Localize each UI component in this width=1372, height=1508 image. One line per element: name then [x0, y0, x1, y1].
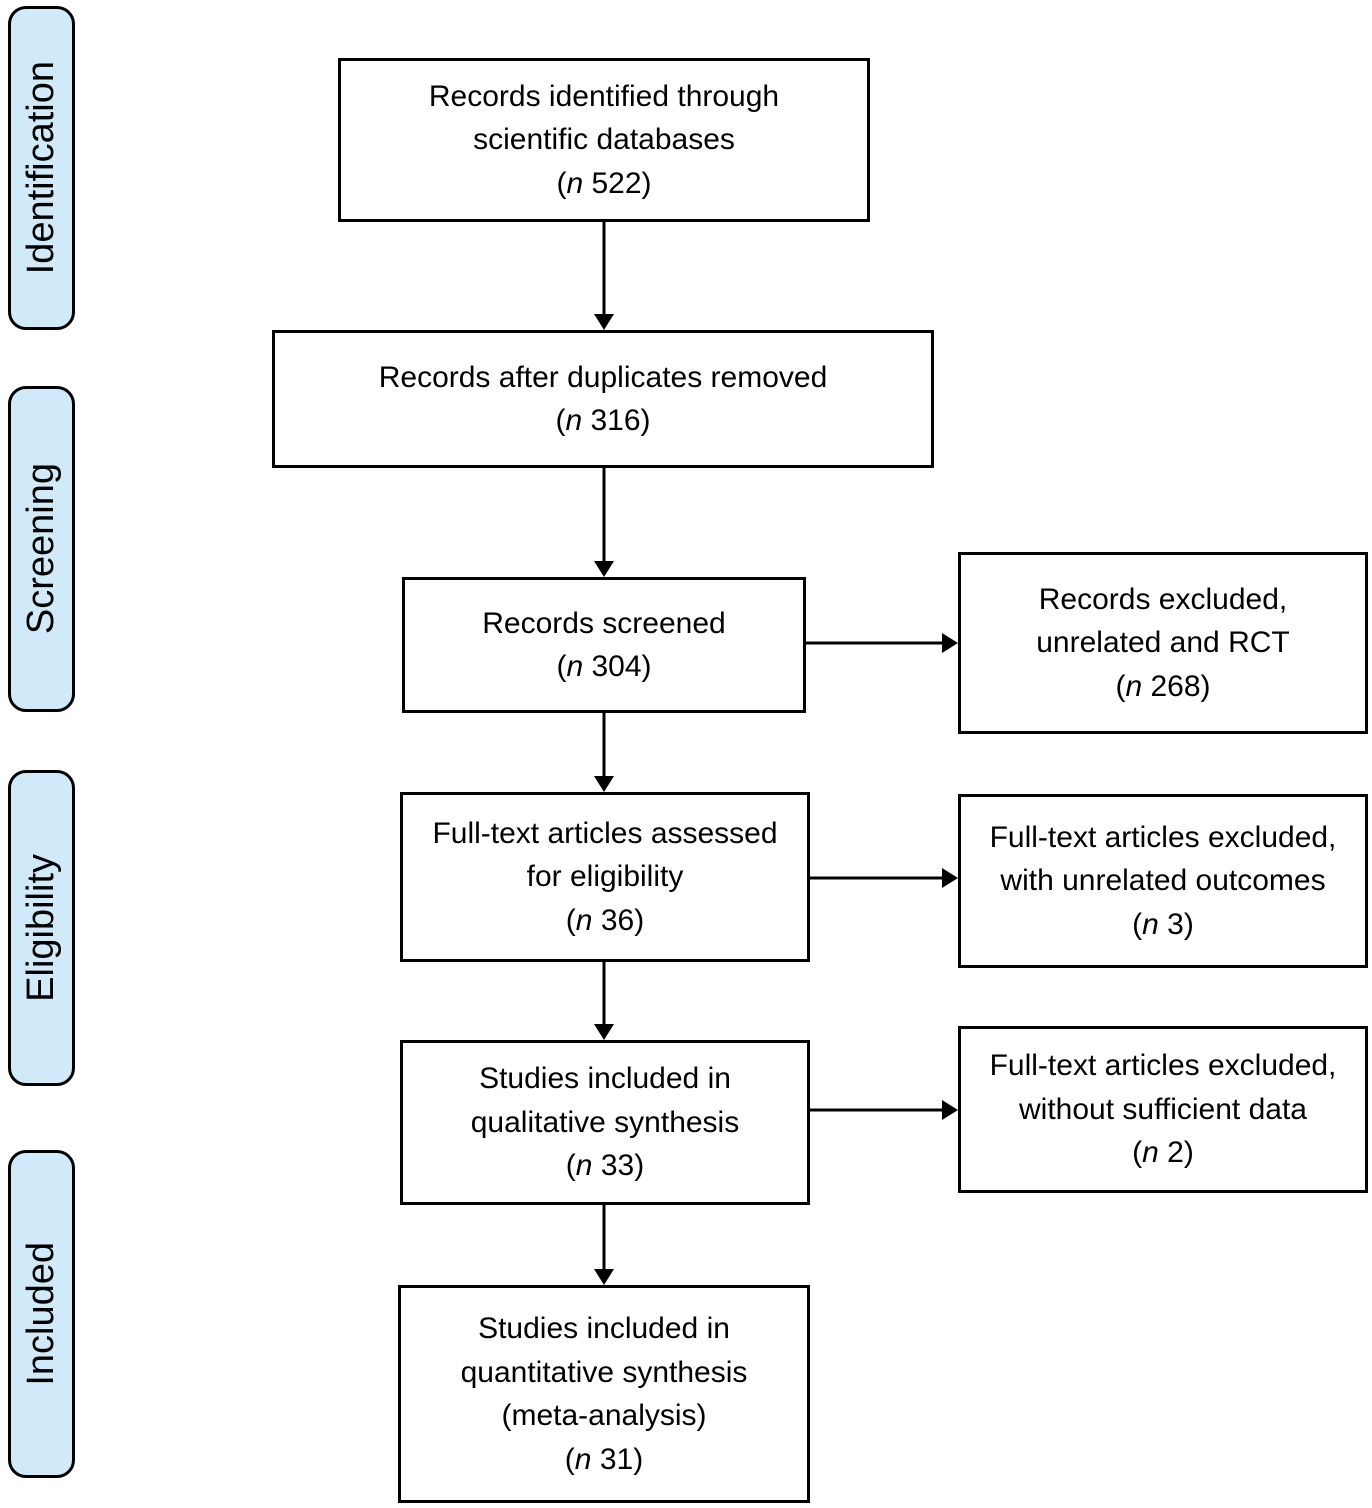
stage-included-label: Included	[20, 1242, 62, 1386]
arrow-down-icon	[594, 561, 614, 577]
box-text-line: Full-text articles excluded,	[989, 1049, 1337, 1083]
box-quantitative-synthesis: Studies included in quantitative synthesi…	[398, 1285, 810, 1503]
arrow-down-icon	[594, 1269, 614, 1285]
box-text-line: (meta-analysis)	[501, 1399, 707, 1432]
box-records-screened: Records screened (n 304)	[402, 577, 806, 713]
box-duplicates-removed: Records after duplicates removed (n 316)	[272, 330, 934, 468]
box-count-line: (n 316)	[555, 404, 651, 437]
arrow-qualitative-to-excluded-data	[810, 1100, 958, 1120]
box-text-line: scientific databases	[473, 123, 735, 157]
arrow-down-icon	[594, 314, 614, 330]
arrow-screened-to-excluded	[806, 633, 958, 653]
box-fulltext-assessed: Full-text articles assessed for eligibili…	[400, 792, 810, 962]
box-text-line: Full-text articles assessed	[432, 816, 778, 850]
stage-included: Included	[8, 1150, 75, 1478]
arrow-right-icon	[942, 633, 958, 653]
box-text-line: unrelated and RCT	[1036, 626, 1290, 660]
box-text-line: Records after duplicates removed	[378, 360, 828, 394]
arrow-fulltext-to-excluded-outcomes	[810, 868, 958, 888]
arrow-qualitative-to-quantitative	[594, 1205, 614, 1285]
stage-identification-label: Identification	[20, 61, 62, 275]
arrow-identified-to-duplicates	[594, 222, 614, 330]
box-text-line: for eligibility	[526, 860, 684, 894]
box-text-line: Full-text articles excluded,	[989, 820, 1337, 854]
arrow-right-icon	[942, 1100, 958, 1120]
box-count-line: (n 36)	[565, 903, 645, 937]
box-count-line: (n 522)	[556, 166, 652, 200]
box-count-line: (n 33)	[565, 1149, 645, 1183]
stage-eligibility: Eligibility	[8, 770, 75, 1086]
box-records-excluded: Records excluded, unrelated and RCT (n 268…	[958, 552, 1368, 734]
box-excluded-insufficient-data: Full-text articles excluded, without suff…	[958, 1026, 1368, 1193]
box-records-identified: Records identified through scientific dat…	[338, 58, 870, 222]
stage-eligibility-label: Eligibility	[20, 854, 62, 1002]
stage-identification: Identification	[8, 6, 75, 330]
arrow-duplicates-to-screened	[594, 468, 614, 577]
box-count-line: (n 3)	[1132, 907, 1194, 941]
arrow-down-icon	[594, 776, 614, 792]
box-qualitative-synthesis: Studies included in qualitative synthesis…	[400, 1040, 810, 1205]
box-text-line: qualitative synthesis	[470, 1105, 740, 1139]
stage-screening: Screening	[8, 386, 75, 712]
box-text-line: with unrelated outcomes	[1000, 864, 1326, 898]
box-text-line: Records excluded,	[1038, 582, 1288, 616]
box-text-line: Studies included in	[478, 1312, 730, 1345]
box-text-line: Studies included in	[479, 1062, 731, 1096]
box-text-line: Records identified through	[428, 79, 780, 113]
box-count-line: (n 2)	[1132, 1136, 1194, 1170]
stage-screening-label: Screening	[20, 463, 62, 635]
box-text-line: quantitative synthesis	[460, 1355, 748, 1389]
arrow-fulltext-to-qualitative	[594, 962, 614, 1040]
arrow-screened-to-fulltext	[594, 713, 614, 792]
box-count-line: (n 304)	[556, 650, 652, 683]
arrow-down-icon	[594, 1024, 614, 1040]
box-excluded-unrelated-outcomes: Full-text articles excluded, with unrelat…	[958, 794, 1368, 968]
box-text-line: Records screened	[482, 606, 726, 640]
box-count-line: (n 268)	[1115, 669, 1211, 703]
box-count-line: (n 31)	[564, 1442, 644, 1476]
box-text-line: without sufficient data	[1019, 1092, 1307, 1126]
arrow-right-icon	[942, 868, 958, 888]
